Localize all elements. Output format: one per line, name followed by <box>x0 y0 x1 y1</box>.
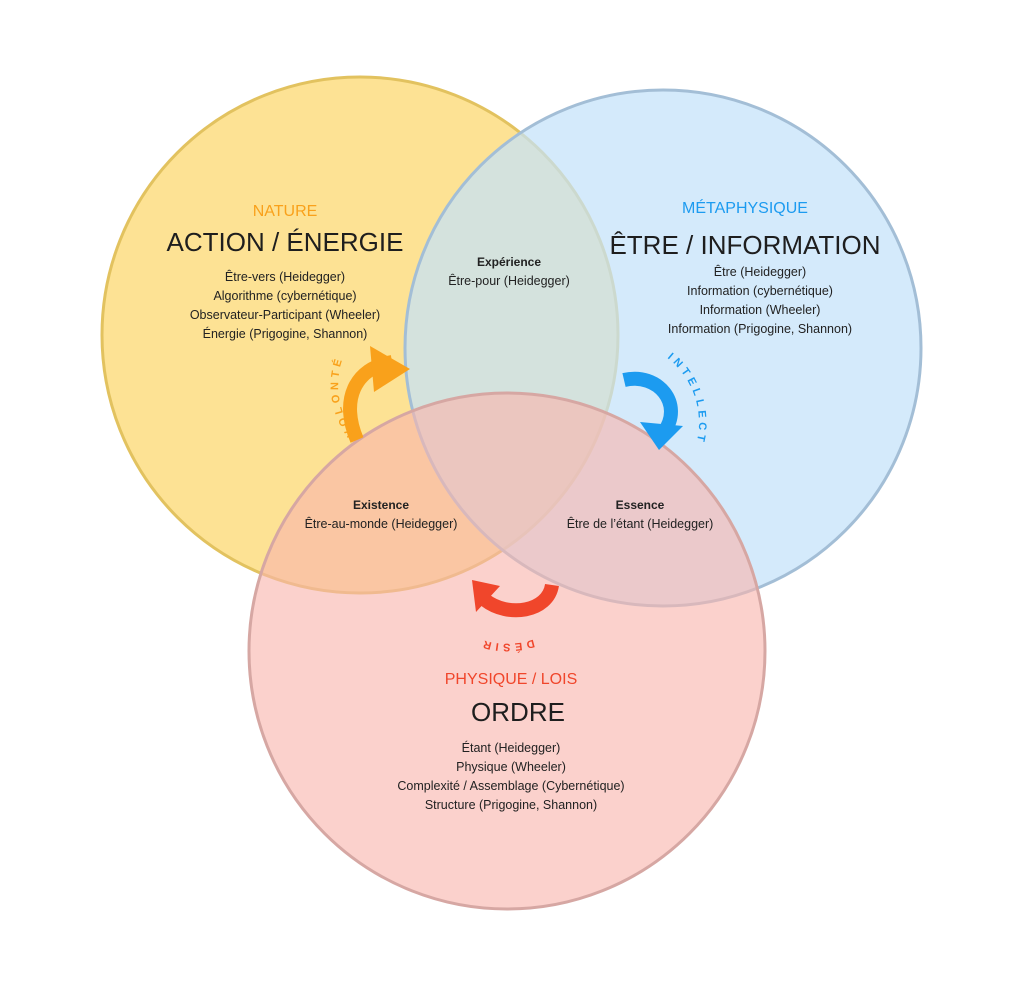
essence-title: Essence <box>616 498 665 512</box>
metaphysique-line: Information (Prigogine, Shannon) <box>668 322 852 336</box>
nature-line: Algorithme (cybernétique) <box>213 289 356 303</box>
intellect-arrow <box>622 371 683 450</box>
nature-line: Être-vers (Heidegger) <box>225 269 345 284</box>
nature-line: Observateur-Participant (Wheeler) <box>190 308 380 322</box>
nature-title: ACTION / ÉNERGIE <box>167 227 404 257</box>
metaphysique-category: MÉTAPHYSIQUE <box>682 198 808 217</box>
metaphysique-line: Information (Wheeler) <box>700 303 821 317</box>
physique-line: Étant (Heidegger) <box>462 740 561 755</box>
physique-line: Structure (Prigogine, Shannon) <box>425 798 597 812</box>
existence-title: Existence <box>353 498 409 512</box>
desir-arrow <box>472 580 559 618</box>
metaphysique-block: MÉTAPHYSIQUE ÊTRE / INFORMATION Être (He… <box>609 198 880 336</box>
physique-category: PHYSIQUE / LOIS <box>445 671 577 688</box>
physique-circle <box>247 391 767 911</box>
nature-category: NATURE <box>253 203 318 220</box>
metaphysique-title: ÊTRE / INFORMATION <box>609 230 880 260</box>
overlap-experience: Expérience Être-pour (Heidegger) <box>448 255 570 288</box>
metaphysique-line: Être (Heidegger) <box>714 264 806 279</box>
svg-text:DÉSIR: DÉSIR <box>478 637 535 654</box>
nature-line: Énergie (Prigogine, Shannon) <box>203 326 368 341</box>
physique-title: ORDRE <box>471 697 565 727</box>
experience-subtitle: Être-pour (Heidegger) <box>448 273 570 288</box>
existence-subtitle: Être-au-monde (Heidegger) <box>305 516 458 531</box>
physique-line: Physique (Wheeler) <box>456 760 566 774</box>
experience-title: Expérience <box>477 255 541 269</box>
nature-block: NATURE ACTION / ÉNERGIE Être-vers (Heide… <box>167 203 404 341</box>
overlap-essence: Essence Être de l’étant (Heidegger) <box>567 498 714 531</box>
physique-line: Complexité / Assemblage (Cybernétique) <box>397 779 624 793</box>
metaphysique-line: Information (cybernétique) <box>687 284 833 298</box>
physique-block: PHYSIQUE / LOIS ORDRE Étant (Heidegger) … <box>397 671 624 812</box>
volonte-arrow <box>343 346 410 443</box>
overlap-existence: Existence Être-au-monde (Heidegger) <box>305 498 458 531</box>
desir-label: DÉSIR <box>478 637 531 654</box>
essence-subtitle: Être de l’étant (Heidegger) <box>567 516 714 531</box>
